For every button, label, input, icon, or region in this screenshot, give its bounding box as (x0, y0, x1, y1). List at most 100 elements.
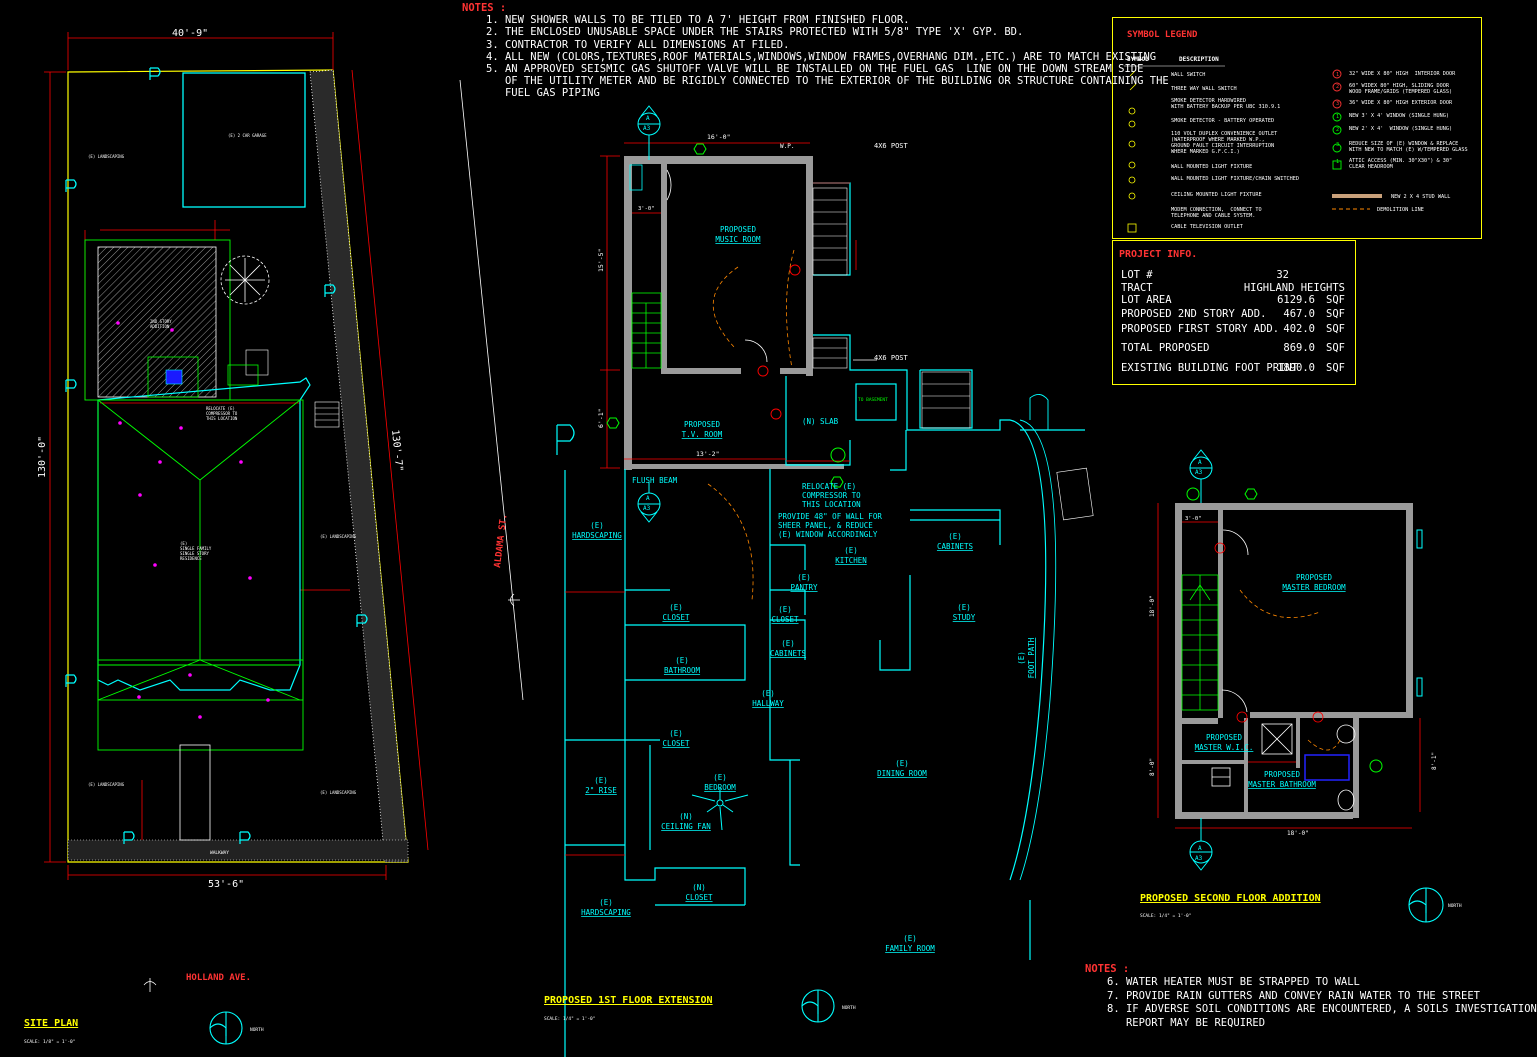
ff-north: NORTH (842, 1005, 856, 1011)
legend-item-2: THREE WAY WALL SWITCH (1171, 86, 1237, 92)
ff-room-name: STUDY (953, 613, 976, 622)
ff-room-tag: (E) (713, 773, 727, 782)
ff-room-tag: (E) (781, 639, 795, 648)
sf-dim-left: 18'-0" (1149, 595, 1156, 617)
legend-item-10: CABLE TELEVISION OUTLET (1171, 224, 1243, 230)
note-6: 6. WATER HEATER MUST BE STRAPPED TO WALL (1107, 976, 1360, 989)
legend-col-description: DESCRIPTION (1179, 56, 1219, 63)
legend-item-4: SMOKE DETECTOR - BATTERY OPERATED (1171, 118, 1275, 124)
legend-item-5: 110 VOLT DUPLEX CONVENIENCE OUTLET (WATE… (1171, 131, 1278, 155)
ff-room-17: (E)2" RISE (585, 776, 617, 795)
north-arrow-first (801, 989, 835, 1023)
legend-desc-1: 32" WIDE X 80" HIGH INTERIOR DOOR (1349, 71, 1456, 77)
project-row-label: TOTAL PROPOSED (1121, 342, 1210, 354)
site-landscaping-3: (E) LANDSCAPING (88, 782, 125, 787)
note-7: 7. PROVIDE RAIN GUTTERS AND CONVEY RAIN … (1107, 989, 1480, 1002)
ff-room-tag: (E) (903, 934, 917, 943)
symbol-legend: SYMBOL LEGEND SYMBOL DESCRIPTION WALL SW… (1112, 17, 1482, 239)
ff-section-a3-bot: A3 (643, 505, 651, 512)
ff-room-tag: (E) (895, 759, 909, 768)
project-row-value: 402.0 (1283, 323, 1315, 335)
project-row-value: 6129.6 (1277, 294, 1315, 306)
legend-demolition: DEMOLITION LINE (1377, 207, 1424, 213)
ff-room-name: CLOSET (662, 739, 690, 748)
ff-section-a-top: A (646, 115, 650, 122)
project-row-label: PROPOSED FIRST STORY ADD. (1121, 323, 1280, 335)
sf-room-name: MASTER W.I.C. (1195, 743, 1254, 752)
legend-item-6: WALL MOUNTED LIGHT FIXTURE (1171, 164, 1253, 170)
legend-item-3: SMOKE DETECTOR HARDWIRED WITH BATTERY BA… (1171, 98, 1281, 110)
project-row-value: 467.0 (1283, 308, 1315, 320)
ff-room-tag: (E) (948, 532, 962, 541)
legend-desc-2: 60" WIDEX 80" HIGH, SLIDING DOOR WOOD FR… (1349, 83, 1453, 95)
ff-room-name: KITCHEN (835, 556, 867, 565)
ff-room-11: (E)BATHROOM (664, 656, 701, 675)
sf-section-a3-top: A3 (1195, 469, 1203, 476)
ff-wp: W.P. (780, 143, 794, 150)
project-row-unit: SQF (1326, 308, 1345, 320)
ff-room-tag: (E) (594, 776, 608, 785)
second-floor-plan (1157, 449, 1423, 871)
legend-desc-6: REDUCE SIZE OF (E) WINDOW & REPLACE WITH… (1349, 141, 1468, 153)
ff-room-name: HARDSCAPING (581, 908, 631, 917)
ff-room-name: HALLWAY (752, 699, 784, 708)
legend-item-8: CEILING MOUNTED LIGHT FIXTURE (1171, 192, 1262, 198)
ff-post2: 4X6 POST (874, 354, 909, 362)
sf-room-name: MASTER BEDROOM (1282, 583, 1346, 592)
sf-room-tag: PROPOSED (1206, 733, 1243, 742)
ff-room-7: (E)CLOSET (662, 603, 690, 622)
ff-room-name: T.V. ROOM (682, 430, 723, 439)
ff-room-name: 2" RISE (585, 786, 617, 795)
ff-dim-left: 15'-5" (597, 249, 605, 272)
sf-room-tag: PROPOSED (1264, 770, 1301, 779)
notes-bottom-header: NOTES : (1085, 963, 1130, 975)
site-landscaping-4: (E) LANDSCAPING (320, 790, 357, 795)
ff-room-10: (E)STUDY (953, 603, 976, 622)
ff-flush-beam: FLUSH BEAM (632, 476, 678, 485)
project-row-value: 869.0 (1283, 342, 1315, 354)
note-8-cont: REPORT MAY BE REQUIRED (1107, 1016, 1266, 1029)
ff-room-5: (E)PANTRY (790, 573, 818, 592)
ff-room-name: CLOSET (662, 613, 690, 622)
note-3: 3. CONTRACTOR TO VERIFY ALL DIMENSIONS A… (486, 38, 790, 51)
ff-room-name: CABINETS (770, 649, 807, 658)
note-5-cont1: OF THE UTILITY METER AND BE RIGIDLY CONN… (486, 75, 1169, 88)
ff-room-20: (E)FAMILY ROOM (885, 934, 935, 953)
ff-room-name: BATHROOM (664, 666, 701, 675)
legend-mark-1: 1 (1336, 72, 1340, 78)
first-floor-scale: SCALE: 1/4" = 1'-0" (544, 1017, 596, 1022)
sf-dim-bottom: 18'-0" (1287, 830, 1309, 837)
ff-room-19: (E)HARDSCAPING (581, 898, 631, 917)
legend-desc-4: NEW 3' X 4' WINDOW (SINGLE HUNG) (1349, 113, 1449, 119)
legend-title: SYMBOL LEGEND (1127, 30, 1198, 40)
ff-room-16: (E)DINING ROOM (877, 759, 927, 778)
ff-dim-bottom: 13'-2" (696, 450, 719, 458)
legend-mark-3: 3 (1336, 101, 1340, 107)
ff-room-3: (E)HARDSCAPING (572, 521, 622, 540)
legend-mark-4: 1 (1336, 114, 1340, 120)
ff-room-name: FAMILY ROOM (885, 944, 935, 953)
ff-room-name: CLOSET (771, 615, 799, 624)
ff-room-tag: (E) (590, 521, 604, 530)
project-row-value: 32 (1276, 269, 1289, 281)
legend-mark-7: 1 (1336, 159, 1340, 165)
ff-room-13: (E)CLOSET (662, 729, 690, 748)
ff-room-tag: (E) (761, 689, 775, 698)
ff-room-tag: (E) (844, 546, 858, 555)
sf-section-a3-bot: A3 (1195, 855, 1203, 862)
legend-symbols (1124, 65, 1382, 233)
site-dim-bottom: 53'-6" (208, 879, 244, 890)
first-floor-title: PROPOSED 1ST FLOOR EXTENSION (544, 995, 713, 1006)
site-dim-left: 130'-0" (37, 436, 48, 478)
note-4: 4. ALL NEW (COLORS,TEXTURES,ROOF MATERIA… (486, 50, 1157, 63)
ff-room-tag: (E) (675, 656, 689, 665)
project-row-unit: SQF (1326, 342, 1345, 354)
note-5: 5. AN APPROVED SEISMIC GAS SHUTOFF VALVE… (486, 63, 1144, 76)
note-8: 8. IF ADVERSE SOIL CONDITIONS ARE ENCOUN… (1107, 1003, 1537, 1016)
ff-slab: (N) SLAB (802, 417, 839, 426)
legend-desc-3: 36" WIDE X 80" HIGH EXTERIOR DOOR (1349, 100, 1453, 106)
